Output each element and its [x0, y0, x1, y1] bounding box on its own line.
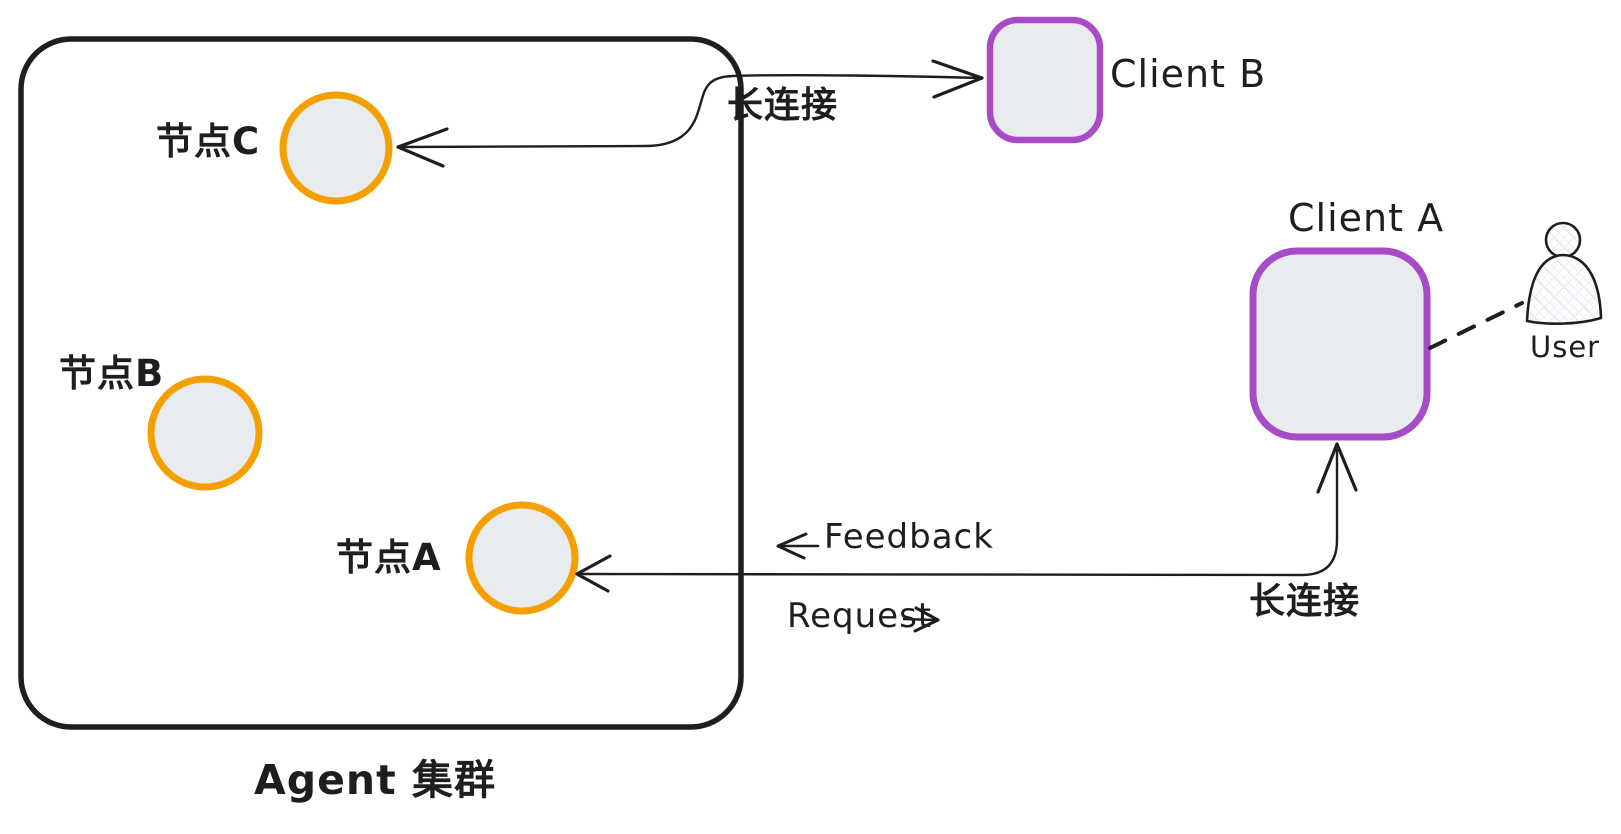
arrow-nodea-clienta [575, 442, 1358, 593]
node-c-circle [279, 91, 393, 205]
client-a-label: Client A [1288, 196, 1445, 240]
feedback-label: Feedback [824, 517, 994, 557]
client-b-label: Client B [1110, 52, 1267, 96]
agent-cluster-box [18, 36, 744, 730]
agent-cluster-label: Agent 集群 [254, 756, 496, 804]
arrow-clientb-nodec [396, 59, 984, 168]
node-c-label: 节点C [156, 120, 261, 163]
long-connection-top-label: 长连接 [727, 85, 839, 126]
clienta-user-dashed-link [1428, 301, 1524, 350]
client-b-box [986, 16, 1104, 144]
node-a-label: 节点A [336, 536, 442, 579]
request-label: Request [787, 596, 933, 636]
node-a-circle [465, 501, 579, 615]
node-b-circle [147, 375, 263, 491]
feedback-direction-arrow [776, 532, 820, 560]
user-label: User [1530, 330, 1601, 364]
long-connection-bottom-label: 长连接 [1249, 581, 1361, 622]
user-icon [1525, 221, 1603, 325]
request-direction-arrow [902, 606, 940, 633]
node-b-label: 节点B [59, 352, 165, 395]
client-a-box [1249, 247, 1431, 441]
